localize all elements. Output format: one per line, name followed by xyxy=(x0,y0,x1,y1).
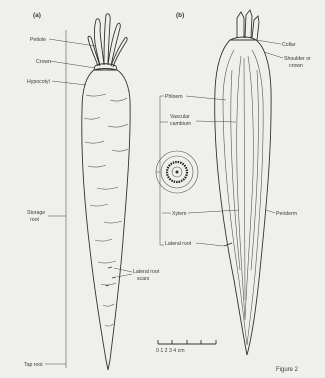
leader-phloem xyxy=(186,96,226,100)
vascular-strand-2 xyxy=(231,70,240,270)
leader-xylem xyxy=(188,210,239,213)
stem-stub-1 xyxy=(237,12,244,38)
panel-b-label: (b) xyxy=(176,12,184,19)
cross-section-center xyxy=(176,171,179,174)
section-outline xyxy=(215,40,271,355)
label-tap-root: Tap root xyxy=(24,362,43,368)
crown-drawing xyxy=(94,64,117,70)
label-petiole: Petiole xyxy=(30,37,46,43)
label-periderm: Periderm xyxy=(276,211,297,217)
leader-hypocotyl xyxy=(52,81,86,85)
leader-lateral-scars-2 xyxy=(117,274,132,277)
label-crown: Crown xyxy=(36,59,51,65)
leader-lateral-scars-1 xyxy=(114,268,132,272)
leader-lateral-root xyxy=(196,243,224,246)
inset-bracket xyxy=(160,96,164,245)
phloem-boundary xyxy=(223,50,263,345)
panel-a-label: (a) xyxy=(33,12,41,19)
carrot-root-body xyxy=(82,70,130,370)
label-hypocotyl: Hypocotyl xyxy=(27,79,50,85)
petiole-drawing xyxy=(88,14,127,67)
stem-stub-2 xyxy=(245,10,252,38)
label-shoulder-line1: Shoulder or xyxy=(284,56,311,62)
vascular-strand-1 xyxy=(244,58,245,300)
lateral-root-scars-drawing xyxy=(106,267,116,286)
label-collar: Collar xyxy=(282,42,296,48)
label-cambium-line1: Vascular xyxy=(170,114,190,120)
label-lateral-root-scars-line1: Lateral root xyxy=(133,269,160,275)
leader-periderm xyxy=(266,210,275,213)
scale-bar-label: 0 1 2 3 4 cm xyxy=(156,348,185,354)
cross-section-inset xyxy=(156,151,198,193)
label-lateral-root-scars-line2: scars xyxy=(137,276,150,282)
leader-crown xyxy=(50,61,95,68)
scale-bar: 0 1 2 3 4 cm xyxy=(156,340,216,354)
root-surface-markings xyxy=(84,94,128,326)
label-storage-root-line2: root xyxy=(30,217,39,223)
label-storage-root-line1: Storage xyxy=(27,210,45,216)
label-phloem: Phloem xyxy=(165,94,183,100)
stem-stub-3 xyxy=(252,16,259,40)
label-shoulder-line2: crown xyxy=(289,63,303,69)
label-cambium-line2: cambium xyxy=(170,121,191,127)
figure-caption: Figure 2 xyxy=(276,367,299,373)
carrot-exterior-drawing xyxy=(66,14,130,370)
label-lateral-root: Lateral root xyxy=(165,241,192,247)
carrot-section-drawing xyxy=(215,10,271,355)
leader-cambium xyxy=(196,121,236,122)
label-xylem: Xylem xyxy=(172,211,186,217)
